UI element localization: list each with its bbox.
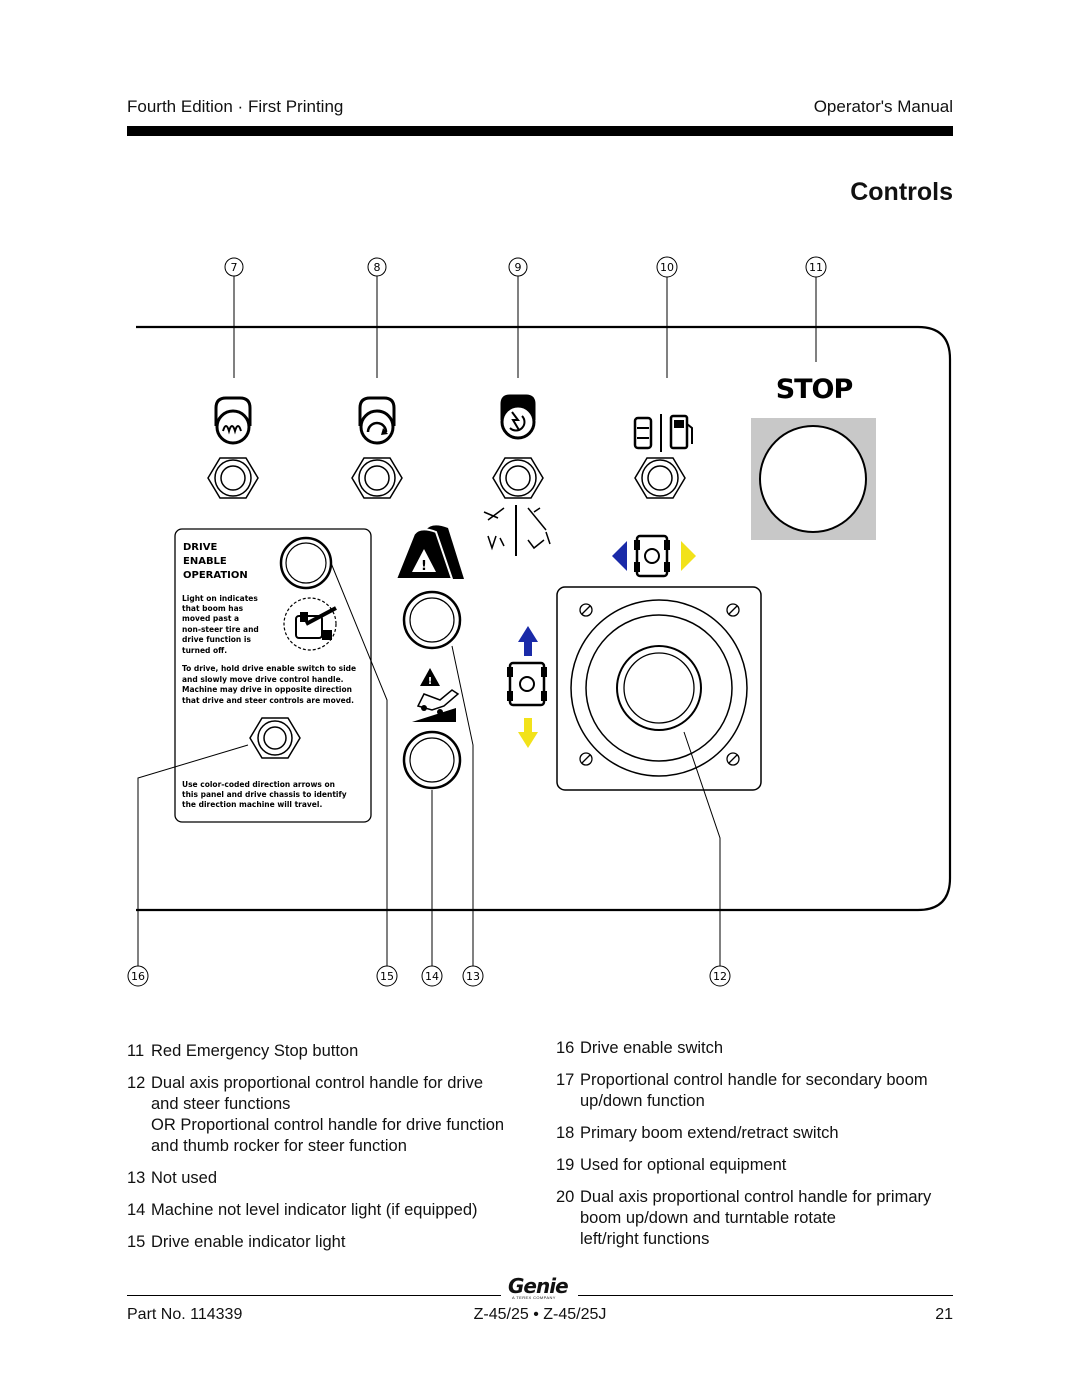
engine-start-icon xyxy=(358,396,396,445)
legend-item-16: 16 Drive enable switch xyxy=(556,1039,724,1057)
header-manual-title: Operator's Manual xyxy=(813,97,953,116)
callout-11: 11 xyxy=(805,256,827,362)
svg-text:Machine may drive in opposite: Machine may drive in opposite direction xyxy=(182,685,352,694)
svg-text:moved past a: moved past a xyxy=(182,614,239,623)
control-panel-diagram: 7 8 9 10 11 xyxy=(127,256,952,987)
svg-text:7: 7 xyxy=(231,261,238,274)
svg-text:turned off.: turned off. xyxy=(182,646,227,655)
glow-plug-toggle-switch xyxy=(207,457,259,499)
steer-direction-arrows xyxy=(612,534,696,578)
svg-text:Light on indicates: Light on indicates xyxy=(182,594,258,603)
footer-rule-right xyxy=(578,1295,953,1296)
svg-text:16: 16 xyxy=(131,970,145,983)
callout-10: 10 xyxy=(656,256,678,378)
svg-text:12: 12 xyxy=(713,970,727,983)
drive-steer-joystick-12 xyxy=(556,586,762,791)
auxiliary-power-icon xyxy=(500,394,536,440)
svg-text:14: 14 xyxy=(425,970,439,983)
callout-13: 13 xyxy=(462,965,484,987)
drive-enable-switch-16 xyxy=(249,717,301,759)
callout-9: 9 xyxy=(508,257,528,378)
svg-text:non-steer tire and: non-steer tire and xyxy=(182,625,259,634)
legend-item-13: 13 Not used xyxy=(127,1169,218,1187)
svg-text:To drive, hold drive enable sw: To drive, hold drive enable switch to si… xyxy=(182,664,356,673)
footer-model: Z-45/25 • Z-45/25J xyxy=(473,1306,607,1323)
svg-text:ENABLE: ENABLE xyxy=(183,556,227,567)
svg-text:9: 9 xyxy=(515,261,522,274)
svg-text:10: 10 xyxy=(660,261,674,274)
legend-right: 16 Drive enable switch 17 Proportional c… xyxy=(556,1038,956,1261)
svg-text:this panel and drive chassis t: this panel and drive chassis to identify xyxy=(182,790,347,799)
auxiliary-toggle-switch xyxy=(492,457,544,499)
legend-item-18: 18 Primary boom extend/retract switch xyxy=(556,1124,839,1142)
drive-direction-arrows xyxy=(507,626,547,748)
callout-15: 15 xyxy=(376,965,398,987)
header-rule xyxy=(127,126,953,136)
svg-text:Use color-coded direction arro: Use color-coded direction arrows on xyxy=(182,780,335,789)
svg-text:11: 11 xyxy=(809,261,823,274)
svg-text:DRIVE: DRIVE xyxy=(183,542,217,553)
unused-light-13 xyxy=(402,730,462,790)
svg-text:15: 15 xyxy=(380,970,394,983)
legend-item-15: 15 Drive enable indicator light xyxy=(127,1233,346,1251)
machine-not-level-indicator-light xyxy=(402,590,462,650)
glow-plug-icon xyxy=(214,396,252,445)
engine-start-toggle-switch xyxy=(351,457,403,499)
genie-logo: Genie A TEREX COMPANY xyxy=(508,1274,569,1300)
panel-outline xyxy=(136,325,952,912)
svg-text:that boom has: that boom has xyxy=(182,604,244,613)
footer-page-number: 21 xyxy=(935,1306,953,1323)
footer-part-number: Part No. 114339 xyxy=(127,1306,243,1323)
callout-12: 12 xyxy=(709,965,731,987)
svg-text:8: 8 xyxy=(374,261,381,274)
fuel-select-icon xyxy=(633,414,693,452)
stop-label: STOP xyxy=(776,374,853,405)
drive-enable-indicator-light xyxy=(279,536,333,590)
callout-7: 7 xyxy=(224,257,244,378)
svg-text:!: ! xyxy=(428,676,433,687)
emergency-stop-button xyxy=(751,418,876,540)
svg-text:that drive and steer controls: that drive and steer controls are moved. xyxy=(182,696,354,705)
boom-extend-retract-icon xyxy=(483,505,551,556)
header-edition: Fourth Edition · First Printing xyxy=(127,97,344,116)
svg-text:13: 13 xyxy=(466,970,480,983)
legend-item-17: 17 Proportional control handle for secon… xyxy=(556,1071,928,1110)
legend-item-19: 19 Used for optional equipment xyxy=(556,1156,787,1174)
svg-text:!: ! xyxy=(421,559,427,574)
svg-text:drive function is: drive function is xyxy=(182,635,251,644)
tilt-warning-icon: ! xyxy=(412,668,460,722)
legend-item-11: 11 Red Emergency Stop button xyxy=(127,1042,359,1060)
footer-rule-left xyxy=(127,1295,501,1296)
svg-text:OPERATION: OPERATION xyxy=(183,570,248,581)
legend-item-20: 20 Dual axis proportional control handle… xyxy=(556,1188,932,1248)
callout-14: 14 xyxy=(421,965,443,987)
boom-over-tire-icon xyxy=(283,597,337,651)
fuel-select-toggle-switch xyxy=(634,457,686,499)
svg-text:and slowly move drive control: and slowly move drive control handle. xyxy=(182,675,344,684)
drive-enable-decal: DRIVE ENABLE OPERATION Light on indicate… xyxy=(174,528,372,823)
legend-item-14: 14 Machine not level indicator light (if… xyxy=(127,1201,478,1219)
legend-left: 11 Red Emergency Stop button 12 Dual axi… xyxy=(127,1041,527,1264)
svg-text:the direction machine will tra: the direction machine will travel. xyxy=(182,800,322,809)
machine-not-level-warning-icon: ! xyxy=(394,525,464,580)
callout-8: 8 xyxy=(367,257,387,378)
section-title: Controls xyxy=(850,178,953,206)
legend-item-12: 12 Dual axis proportional control handle… xyxy=(127,1074,505,1155)
callout-16: 16 xyxy=(127,965,149,987)
